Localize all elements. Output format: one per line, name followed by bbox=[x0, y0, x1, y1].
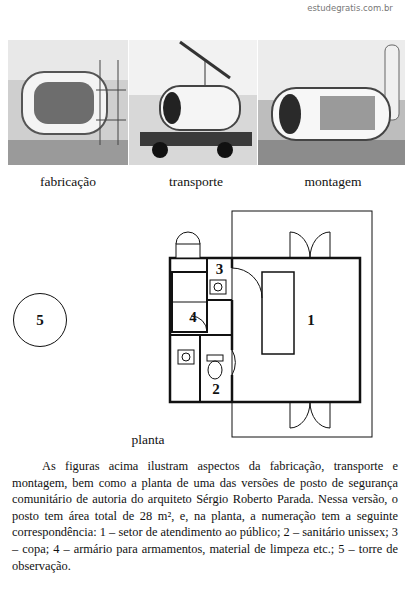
caption-paragraph: As figuras acima ilustram aspectos da fa… bbox=[12, 458, 398, 574]
room-number-area: 2 bbox=[201, 377, 231, 401]
plan-caption: planta bbox=[132, 432, 165, 448]
photo-fabrication bbox=[8, 40, 128, 165]
photo-caption: fabricação bbox=[40, 174, 96, 190]
callout-number: 4 bbox=[189, 309, 197, 326]
room-number-area: 1 bbox=[298, 300, 324, 340]
callout-number: 1 bbox=[307, 312, 315, 329]
room-number-area: 3 bbox=[208, 259, 231, 280]
room-number-area: 4 bbox=[180, 303, 206, 331]
floor-plan bbox=[170, 211, 372, 437]
photo-transport bbox=[129, 40, 257, 165]
tower-circle: 5 bbox=[13, 293, 67, 347]
watermark: estudegratis.com.br bbox=[307, 3, 393, 13]
photo-caption: transporte bbox=[169, 174, 223, 190]
photo-assembly bbox=[258, 40, 405, 165]
callout-number: 5 bbox=[36, 312, 44, 329]
callout-number: 3 bbox=[216, 261, 224, 278]
photo-caption: montagem bbox=[305, 174, 362, 190]
callout-number: 2 bbox=[212, 381, 220, 398]
